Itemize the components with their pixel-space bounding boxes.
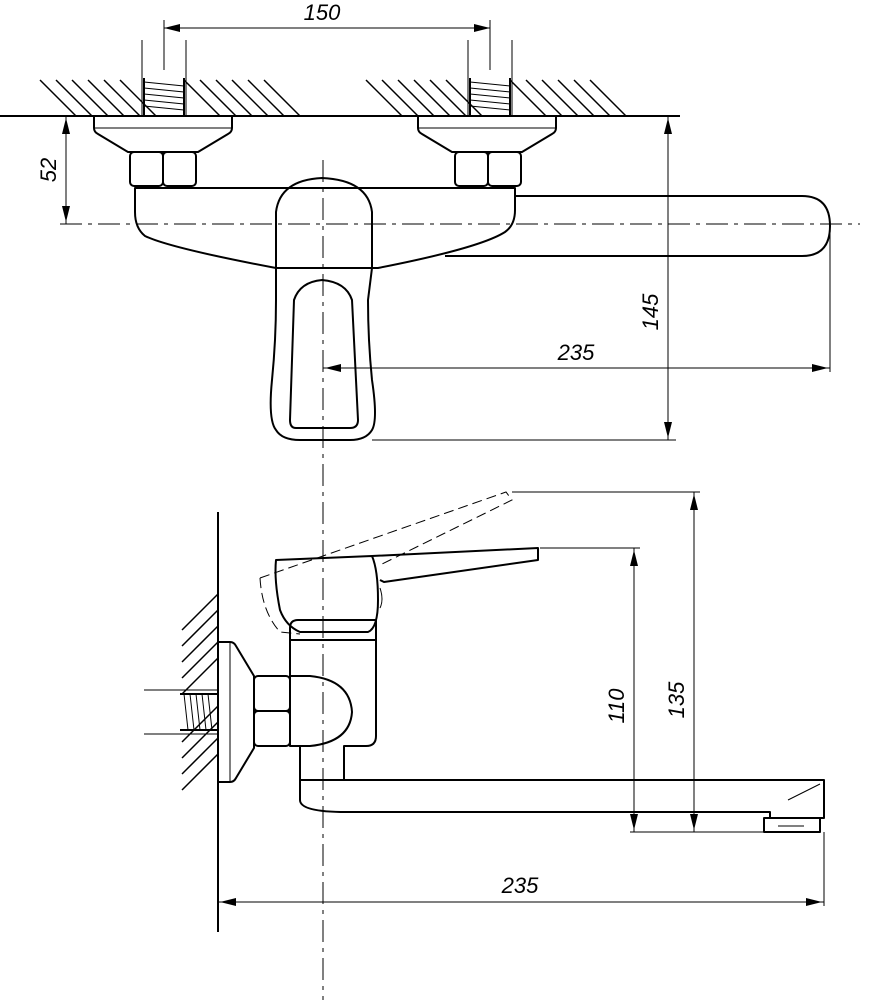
lever-top <box>269 177 376 441</box>
left-supply-pipe <box>141 20 187 116</box>
dimension-110: 110 <box>540 547 764 833</box>
mixer-body-side <box>289 639 377 781</box>
dimension-235-side: 235 <box>218 832 825 906</box>
dimension-label-110: 110 <box>604 688 629 724</box>
dimension-label-235-top: 235 <box>557 340 595 365</box>
dimension-label-145: 145 <box>638 293 663 330</box>
right-supply-pipe <box>467 20 513 116</box>
side-supply-pipe <box>144 689 218 735</box>
spout-top <box>445 195 831 257</box>
dimension-145: 145 <box>372 116 676 441</box>
dimension-label-235-side: 235 <box>501 873 539 898</box>
dimension-52: 52 <box>36 116 70 224</box>
dimension-150: 150 <box>164 0 490 32</box>
dimension-label-150: 150 <box>304 0 341 25</box>
side-flange <box>218 641 255 783</box>
side-nut-upper <box>253 675 291 712</box>
wall-hatching-right <box>365 79 627 117</box>
top-view: 150 <box>0 0 860 1000</box>
mixer-body-top <box>134 187 516 269</box>
left-flange <box>93 116 233 187</box>
side-view: 110 135 235 <box>144 491 825 932</box>
lever-side <box>274 555 379 633</box>
wall-hatching-left <box>39 79 301 117</box>
lever-alternate-position <box>259 491 513 635</box>
spout-aerator <box>763 817 821 833</box>
dimension-label-52: 52 <box>36 158 61 182</box>
side-nut-lower <box>253 710 291 747</box>
right-flange <box>417 116 557 187</box>
dimension-label-135: 135 <box>664 681 689 718</box>
dimension-135: 135 <box>512 491 700 832</box>
spout-side <box>299 779 825 819</box>
dimension-235-top: 235 <box>323 230 831 372</box>
side-wall-hatching <box>181 593 219 791</box>
